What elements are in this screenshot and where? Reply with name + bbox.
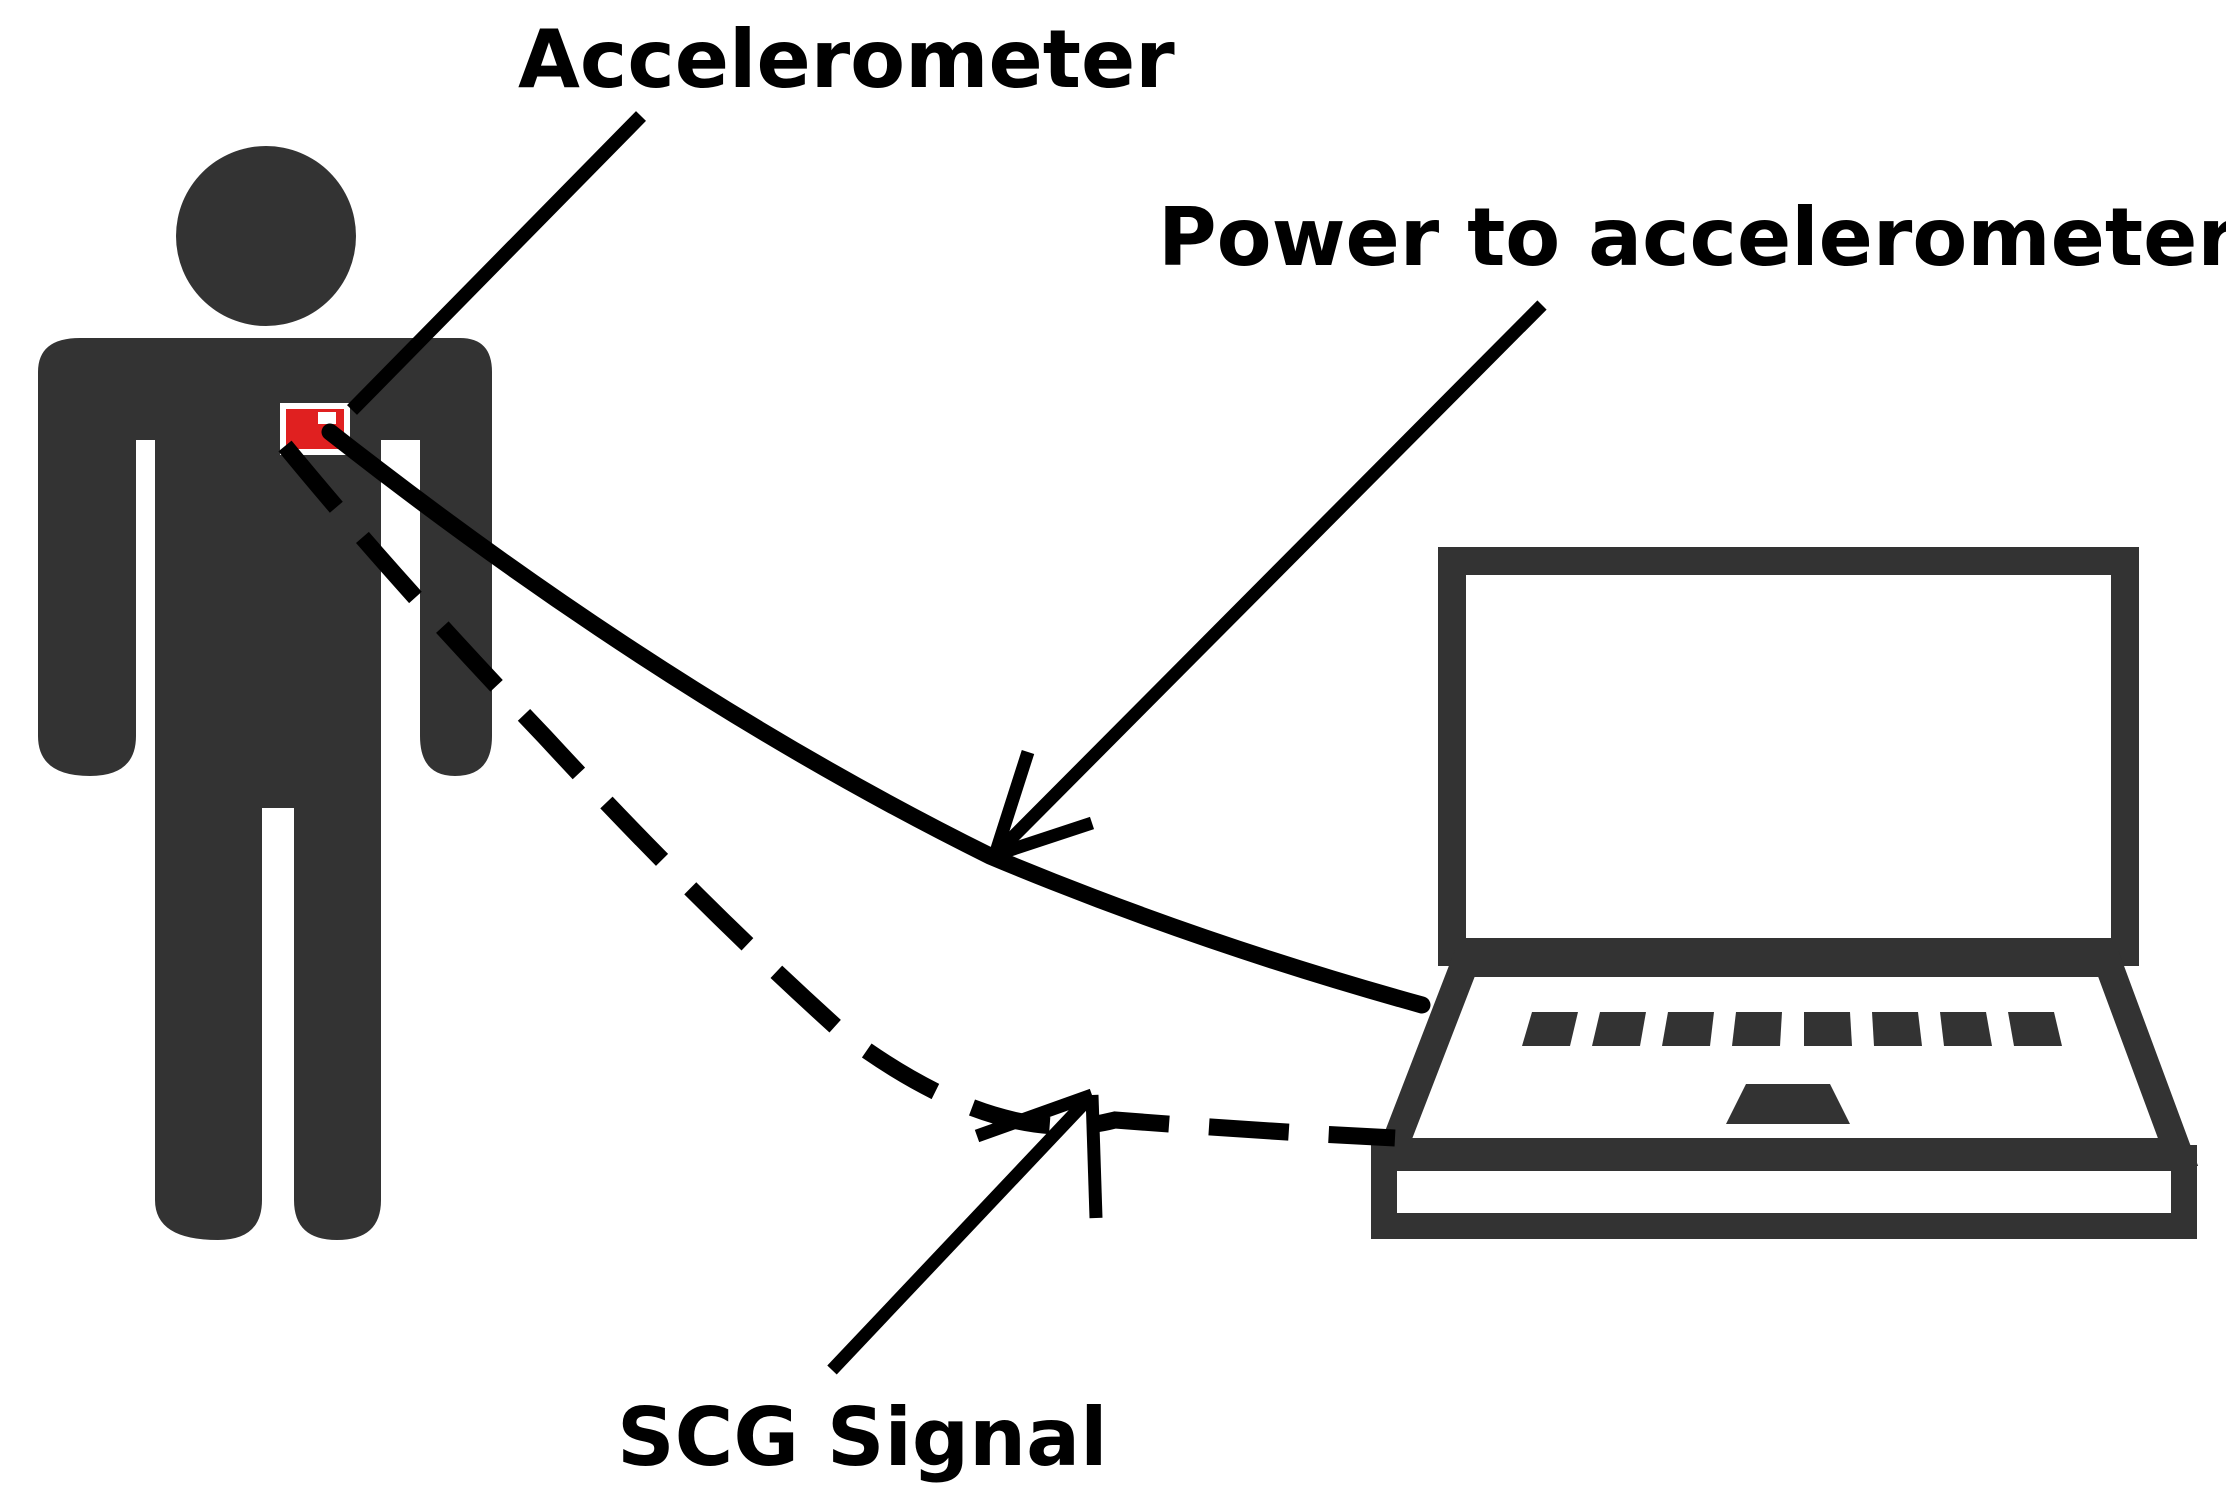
laptop-key [1940,1012,1992,1046]
laptop-icon [1371,547,2199,1239]
laptop-key [1804,1012,1852,1046]
laptop-front-edge [1371,1145,2197,1239]
power-arrowhead-b [992,816,1095,862]
person-icon [38,146,492,1240]
scg-arrowhead-b [1085,1094,1103,1219]
laptop-key [2008,1012,2062,1046]
accelerometer-pointer [347,111,646,415]
power-pointer-line [990,300,1547,860]
scg-signal-label: SCG Signal [617,1391,1108,1484]
person-head [176,146,356,326]
laptop-key [1872,1012,1922,1046]
person-body [38,338,492,1240]
scg-signal-cable [278,440,1396,1147]
power-label: Power to accelerometer [1158,191,2226,284]
accelerometer-label: Accelerometer [518,13,1175,106]
laptop-keyboard [1522,1012,2062,1124]
scg-pointer-line [827,1090,1097,1375]
laptop-touchpad [1726,1084,1850,1124]
power-cable [321,423,1431,1014]
power-pointer-arrow [988,300,1547,862]
sensor-highlight [318,412,336,424]
scg-arrowhead-a [974,1088,1095,1143]
laptop-screen [1438,547,2139,966]
power-arrowhead-a [988,750,1035,857]
laptop-key [1732,1012,1782,1046]
scg-pointer-arrow [827,1088,1103,1375]
laptop-key [1592,1012,1646,1046]
laptop-key [1522,1012,1578,1046]
laptop-key [1662,1012,1714,1046]
